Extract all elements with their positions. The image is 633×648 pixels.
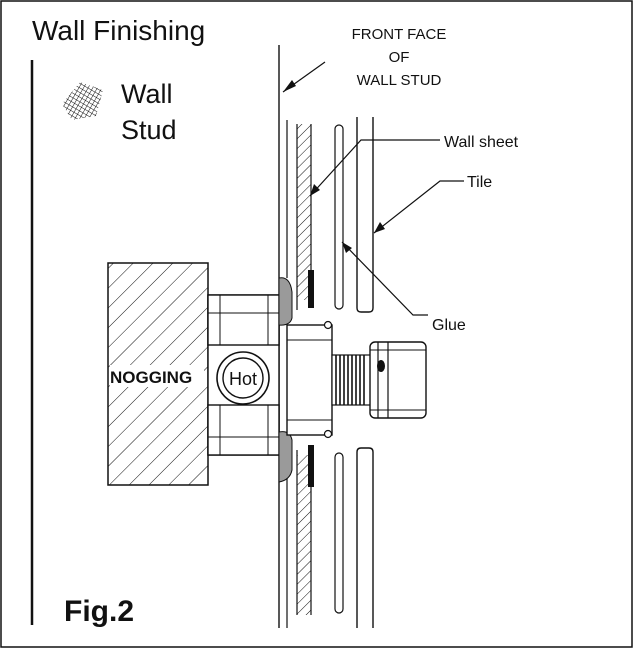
valve-body: Hot: [207, 277, 293, 483]
figure-label: Fig.2: [64, 595, 134, 628]
wall-sheet-callout: Wall sheet: [309, 134, 519, 197]
front-face-line1: FRONT FACE: [352, 26, 447, 43]
nogging-label: NOGGING: [110, 368, 192, 387]
valve-handle: [369, 341, 427, 419]
tile: [356, 117, 374, 628]
glue-label: Glue: [432, 317, 466, 334]
tile-callout: Tile: [373, 174, 492, 234]
front-face-line2: OF: [389, 49, 410, 66]
crosshatch-swatch-icon: [62, 82, 103, 120]
valve-spindle: [286, 320, 427, 439]
front-face-label: FRONT FACE OF WALL STUD: [352, 26, 447, 89]
legend-line1: Wall: [121, 79, 173, 109]
wall-sheet-label: Wall sheet: [444, 134, 519, 151]
legend-line2: Stud: [121, 115, 177, 145]
glue-strips: [334, 124, 344, 614]
wall-sheet: [296, 124, 314, 615]
legend: Wall Stud: [62, 79, 177, 145]
tile-label: Tile: [467, 174, 492, 191]
hot-label: Hot: [229, 369, 257, 389]
glue-callout: Glue: [341, 241, 466, 334]
nogging-block: NOGGING: [107, 262, 209, 486]
page-title: Wall Finishing: [32, 15, 205, 46]
front-face-line3: WALL STUD: [357, 72, 442, 89]
